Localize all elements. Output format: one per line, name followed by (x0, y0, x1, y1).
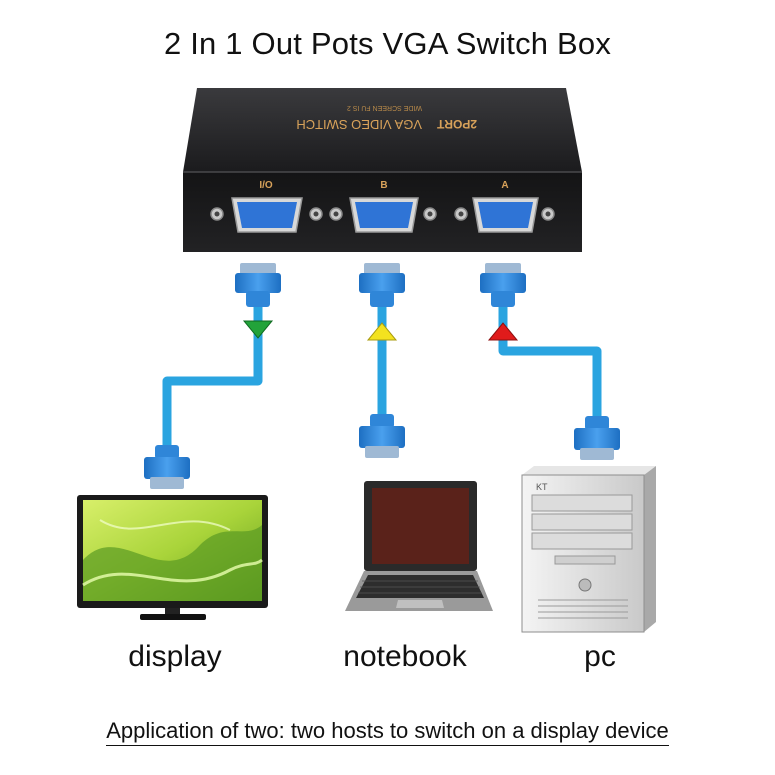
switch-box-subtext: WIDE SCREEN FU IS 2 (347, 104, 422, 111)
switch-box-brand: 2PORT (436, 117, 477, 131)
port-label-io: I/O (259, 180, 273, 191)
connector-io-top (235, 263, 281, 307)
switch-box-top (183, 88, 582, 172)
arrow-red-up-icon (487, 322, 519, 341)
device-label-notebook: notebook (343, 640, 467, 673)
diagram-caption: Application of two: two hosts to switch … (0, 718, 775, 746)
connector-b-top (359, 263, 405, 307)
pc-case-label: KT (536, 482, 548, 492)
switch-box-model: VGA VIDEO SWITCH (296, 117, 422, 132)
vga-port-io[interactable] (210, 197, 323, 233)
diagram-caption-text: Application of two: two hosts to switch … (106, 718, 669, 746)
connector-display-bottom (144, 445, 190, 489)
connector-notebook-bottom (359, 414, 405, 458)
port-label-a: A (501, 180, 508, 191)
port-label-b: B (380, 180, 387, 191)
device-label-display: display (128, 640, 222, 673)
vga-switch-box: 2PORT VGA VIDEO SWITCH WIDE SCREEN FU IS… (183, 88, 582, 252)
cable-display (162, 306, 263, 448)
arrow-yellow-up-icon (366, 322, 398, 341)
pc-tower-icon: KT (521, 466, 656, 633)
arrow-green-down-icon (242, 320, 274, 339)
connector-pc-bottom (574, 416, 620, 460)
vga-port-b[interactable] (329, 197, 437, 233)
device-label-pc: pc (584, 640, 616, 673)
notebook-laptop-icon (345, 481, 493, 611)
cable-pc (498, 306, 602, 418)
diagram-title: 2 In 1 Out Pots VGA Switch Box (163, 26, 612, 61)
display-monitor-icon (77, 495, 268, 620)
connector-a-top (480, 263, 526, 307)
vga-port-a[interactable] (454, 197, 555, 233)
